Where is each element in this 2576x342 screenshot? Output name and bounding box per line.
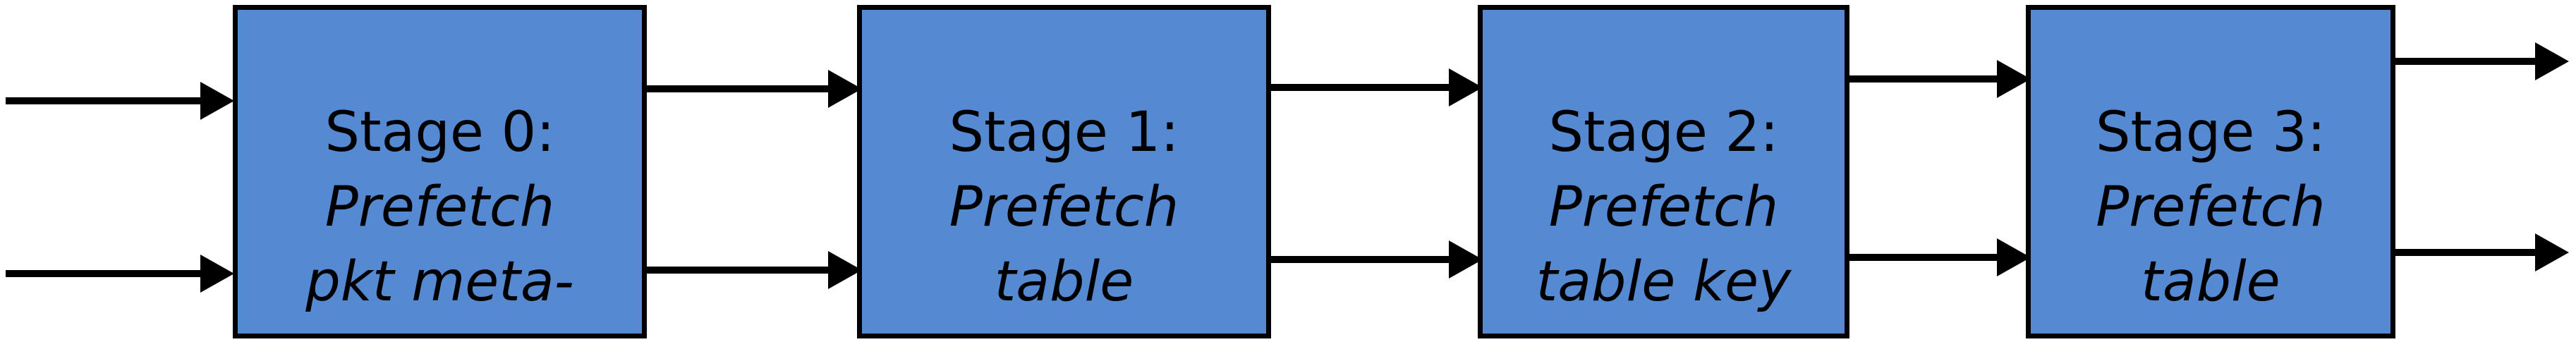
stage-0-subtitle-line-1: Prefetch	[324, 176, 555, 239]
arrow-shaft	[1849, 75, 2000, 83]
stage-3-title: Stage 3:	[2095, 101, 2326, 164]
arrow-shaft	[647, 267, 831, 274]
arrow-stage1-stage2-lower	[1271, 240, 1483, 279]
stage-0-title: Stage 0:	[324, 101, 555, 164]
stage-0-subtitle-line-2: pkt meta-	[305, 250, 574, 314]
stage-1-subtitle-line-2: table	[994, 250, 1134, 314]
stage-1-subtitle-line-1: Prefetch	[949, 176, 1179, 239]
arrow-shaft	[6, 270, 203, 277]
arrow-head-icon	[200, 82, 234, 120]
arrow-shaft	[647, 85, 831, 92]
arrow-stage1-stage2-upper	[1271, 68, 1483, 106]
arrow-head-icon	[828, 251, 862, 289]
stage-2-title: Stage 2:	[1548, 101, 1779, 164]
arrow-input-lower	[6, 255, 234, 293]
stage-box-3: Stage 3: Prefetch table	[2026, 5, 2395, 338]
arrow-head-icon	[2535, 233, 2569, 271]
stage-2-subtitle-line-1: Prefetch	[1548, 176, 1779, 239]
stage-2-text: Stage 2: Prefetch table key	[1483, 95, 1845, 319]
stage-1-text: Stage 1: Prefetch table	[862, 95, 1266, 319]
arrow-head-icon	[828, 70, 862, 108]
stage-2-subtitle-line-2: table key	[1536, 250, 1792, 314]
arrow-shaft	[2395, 249, 2538, 256]
arrow-shaft	[1271, 84, 1452, 91]
stage-box-2: Stage 2: Prefetch table key	[1478, 5, 1849, 338]
arrow-head-icon	[1997, 238, 2031, 276]
arrow-head-icon	[1449, 68, 1483, 106]
arrow-shaft	[1849, 254, 2000, 261]
arrow-head-icon	[1449, 240, 1483, 279]
arrow-shaft	[2395, 58, 2538, 65]
arrow-shaft	[1271, 256, 1452, 263]
stage-3-text: Stage 3: Prefetch table	[2031, 95, 2390, 319]
arrow-stage2-stage3-lower	[1849, 238, 2031, 276]
arrow-stage0-stage1-upper	[647, 70, 862, 108]
stage-3-subtitle-line-2: table	[2141, 250, 2280, 314]
arrow-head-icon	[1997, 60, 2031, 98]
arrow-output-upper	[2395, 42, 2569, 80]
stage-box-0: Stage 0: Prefetch pkt meta-	[233, 5, 647, 338]
arrow-shaft	[6, 97, 203, 104]
arrow-input-upper	[6, 82, 234, 120]
arrow-head-icon	[200, 255, 234, 293]
stage-3-subtitle-line-1: Prefetch	[2096, 176, 2326, 239]
arrow-stage0-stage1-lower	[647, 251, 862, 289]
stage-box-1: Stage 1: Prefetch table	[857, 5, 1271, 338]
arrow-head-icon	[2535, 42, 2569, 80]
stage-0-text: Stage 0: Prefetch pkt meta-	[238, 95, 642, 319]
arrow-output-lower	[2395, 233, 2569, 271]
stage-1-title: Stage 1:	[949, 101, 1179, 164]
arrow-stage2-stage3-upper	[1849, 60, 2031, 98]
